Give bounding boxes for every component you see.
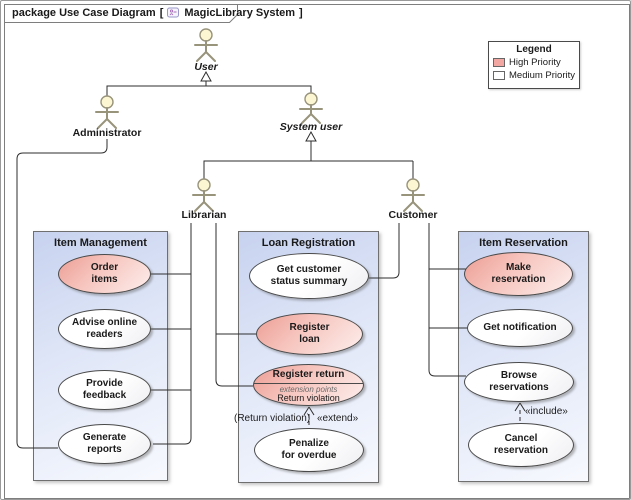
legend-item-medium: Medium Priority [493,70,575,81]
use-case-label: Make reservation [491,262,546,285]
package-title: Loan Registration [261,237,356,249]
use-case-cancel-reservation[interactable]: Cancel reservation [468,423,574,467]
bracket-close: ] [299,7,303,19]
frame-system-name: MagicLibrary System [184,7,296,19]
use-case-provide-feedback[interactable]: Provide feedback [58,370,151,410]
use-case-label: Register loan [289,322,330,345]
legend-item-high: High Priority [493,57,575,68]
extend-stereotype-label: «extend» [317,413,359,424]
use-case-label: Provide feedback [82,378,127,401]
frame-kind-label: package Use Case Diagram [12,7,156,19]
high-priority-swatch [493,58,505,67]
use-case-label: Register return [272,369,345,380]
use-case-label: Generate reports [82,432,127,455]
diagram-icon [167,7,180,19]
use-case-penalize-for-overdue[interactable]: Penalize for overdue [254,428,364,472]
legend-label: High Priority [509,57,561,68]
extension-point: Return violation [277,392,340,403]
use-case-register-return[interactable]: Register return extension points Return … [253,364,364,406]
use-case-browse-reservations[interactable]: Browse reservations [464,362,574,402]
use-case-label: Get notification [483,322,557,334]
medium-priority-swatch [493,71,505,80]
extension-points-title: extension points [279,384,338,394]
use-case-generate-reports[interactable]: Generate reports [58,424,151,464]
actor-librarian-label[interactable]: Librarian [181,209,227,221]
use-case-advise-online-readers[interactable]: Advise online readers [58,309,151,349]
bracket-open: [ [159,7,164,19]
legend-label: Medium Priority [509,70,575,81]
compartment-separator [254,382,363,384]
use-case-label: Browse reservations [489,370,549,393]
use-case-label: Penalize for overdue [281,438,337,461]
package-title: Item Reservation [479,237,568,249]
frame-tab: package Use Case Diagram [ MagicLibrary … [12,7,303,19]
use-case-label: Get customer status summary [270,264,348,287]
legend: Legend High Priority Medium Priority [488,41,580,89]
use-case-register-loan[interactable]: Register loan [256,313,363,355]
extend-condition-label: (Return violation) [234,413,311,424]
use-case-get-notification[interactable]: Get notification [467,309,573,347]
actor-administrator-label[interactable]: Administrator [72,127,142,139]
include-stereotype-label: «include» [525,406,568,417]
package-title: Item Management [54,237,147,249]
use-case-label: Cancel reservation [494,433,548,456]
actor-system-user-label[interactable]: System user [279,121,343,133]
use-case-make-reservation[interactable]: Make reservation [464,252,573,296]
use-case-order-items[interactable]: Order items [58,254,151,294]
use-case-label: Order items [90,262,119,285]
actor-customer-label[interactable]: Customer [388,209,438,221]
legend-title: Legend [516,44,552,55]
actor-user-label[interactable]: User [194,61,218,73]
use-case-label: Advise online readers [71,317,137,340]
use-case-get-customer-status-summary[interactable]: Get customer status summary [249,253,369,299]
